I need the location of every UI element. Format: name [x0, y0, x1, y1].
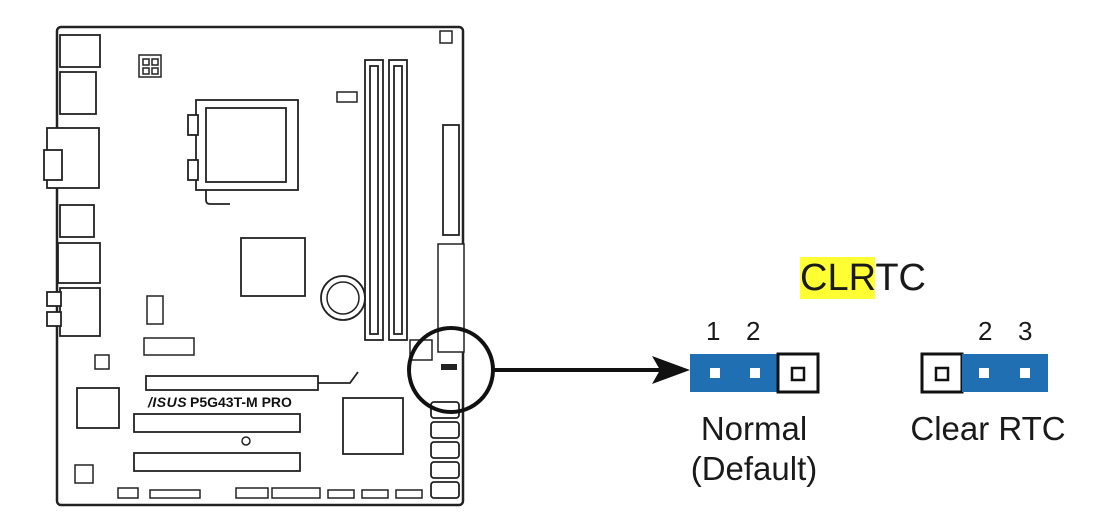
clear-pin-left-label: 2	[978, 316, 993, 346]
small-component	[143, 337, 195, 356]
pin	[710, 368, 720, 378]
cmos-battery-inner	[326, 281, 360, 315]
board-corner-mark	[439, 30, 453, 44]
normal-caption-line1: Normal	[700, 410, 808, 447]
normal-caption-line2: (Default)	[690, 450, 818, 487]
floppy-connector	[442, 124, 460, 236]
pin	[790, 366, 806, 382]
clear-pin-right-label: 3	[1018, 316, 1033, 346]
clear-rtc-caption: Clear RTC	[910, 410, 1066, 447]
mounting-hole	[241, 436, 251, 446]
rear-io-ports	[43, 34, 101, 337]
pcie-latch	[318, 371, 359, 384]
small-component	[146, 295, 164, 325]
pin	[979, 368, 989, 378]
jumper-normal	[690, 352, 820, 394]
jumper-clear-rtc	[920, 352, 1048, 394]
cpu-socket	[187, 99, 299, 205]
diagram-title: CLRTC	[800, 257, 926, 300]
small-component	[94, 354, 110, 370]
northbridge-chip	[240, 237, 306, 297]
atx-12v-connector	[138, 54, 162, 78]
highlight-circle	[407, 326, 495, 414]
pci-slots	[133, 413, 301, 472]
title-highlight: CLR	[800, 257, 876, 299]
callout-arrow-head	[652, 356, 690, 384]
pin	[934, 366, 950, 382]
southbridge-chip	[342, 397, 404, 455]
clrtc-jumper-on-board	[441, 364, 457, 370]
atx-power-connector	[437, 243, 465, 353]
audio-chip	[76, 387, 120, 429]
title-rest: TC	[875, 257, 926, 299]
normal-pin-right-label: 2	[746, 316, 761, 346]
board-brand-logo: /ISUS	[148, 394, 188, 410]
sata-ports	[430, 401, 460, 499]
bottom-headers	[74, 464, 423, 499]
pin	[1020, 368, 1030, 378]
board-model-label: P5G43T-M PRO	[190, 394, 292, 410]
normal-pin-left-label: 1	[706, 316, 721, 346]
dimm-slots	[364, 59, 408, 341]
pin	[750, 368, 760, 378]
fan-header	[336, 91, 358, 103]
pcie-x16-slot	[145, 375, 319, 391]
